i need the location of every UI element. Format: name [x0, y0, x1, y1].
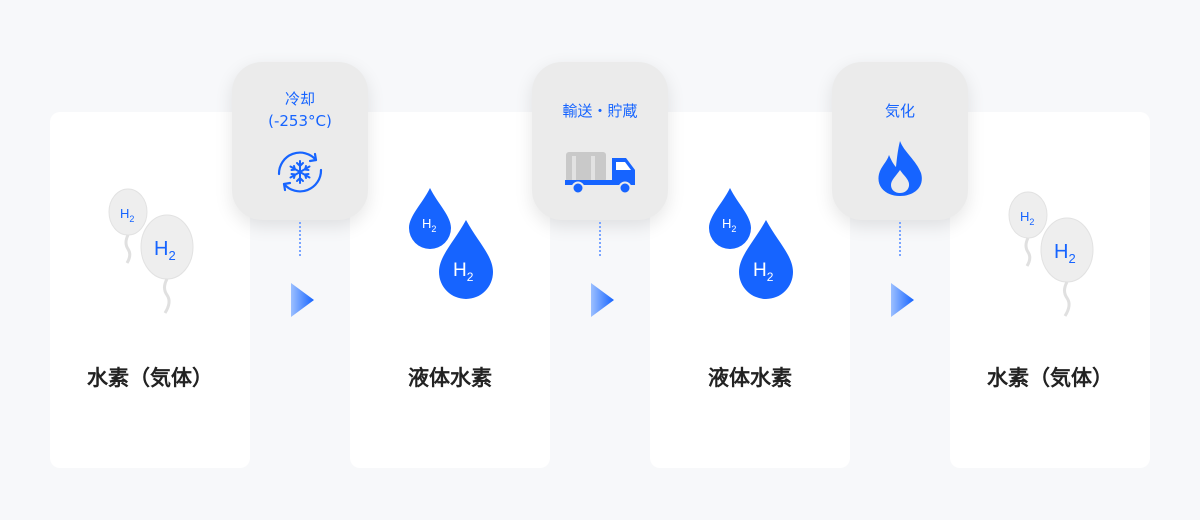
stage-label: 液体水素: [708, 366, 792, 390]
balloon-icon: H2 H2: [1008, 191, 1094, 317]
stage-card-gas: H2 H2 水素（気体）: [950, 112, 1150, 468]
svg-text:H2: H2: [753, 260, 774, 284]
truck-icon: [565, 152, 635, 195]
process-label-line1: 輸送・貯蔵: [562, 102, 638, 120]
droplet-icon: H2 H2: [709, 188, 793, 299]
svg-text:H2: H2: [422, 216, 436, 234]
process-label: 冷却 (-253°C): [232, 88, 368, 132]
stage-card-liquid: H2 H2 液体水素: [350, 112, 550, 468]
droplet-icon: H2 H2: [409, 188, 493, 299]
svg-text:H2: H2: [722, 216, 736, 234]
process-bubble-vaporization: 気化: [832, 62, 968, 220]
process-label: 気化: [832, 100, 968, 122]
process-label: 輸送・貯蔵: [532, 100, 668, 122]
stage-label: 液体水素: [408, 366, 492, 390]
stage-label: 水素（気体）: [87, 366, 213, 390]
connector-dots: [899, 222, 901, 256]
flame-icon: [878, 141, 922, 196]
process-label-line2: (-253°C): [268, 112, 332, 130]
svg-text:H2: H2: [154, 238, 176, 263]
process-bubble-transport: 輸送・貯蔵: [532, 62, 668, 220]
process-label-line1: 気化: [884, 102, 915, 120]
connector-dots: [299, 222, 301, 256]
snowflake-cycle-icon: [277, 151, 323, 193]
stage-label: 水素（気体）: [987, 366, 1113, 390]
process-label-line1: 冷却: [284, 90, 315, 108]
svg-text:H2: H2: [1054, 241, 1076, 266]
stage-card-liquid: H2 H2 液体水素: [650, 112, 850, 468]
svg-text:H2: H2: [453, 260, 474, 284]
balloon-icon: H2 H2: [108, 188, 194, 314]
svg-text:H2: H2: [1020, 209, 1034, 227]
connector-dots: [599, 222, 601, 256]
arrow-right-icon: [591, 283, 614, 317]
stage-card-gas: H2 H2 水素（気体）: [50, 112, 250, 468]
arrow-right-icon: [291, 283, 314, 317]
process-bubble-cooling: 冷却 (-253°C): [232, 62, 368, 220]
arrow-right-icon: [891, 283, 914, 317]
svg-text:H2: H2: [120, 206, 134, 224]
